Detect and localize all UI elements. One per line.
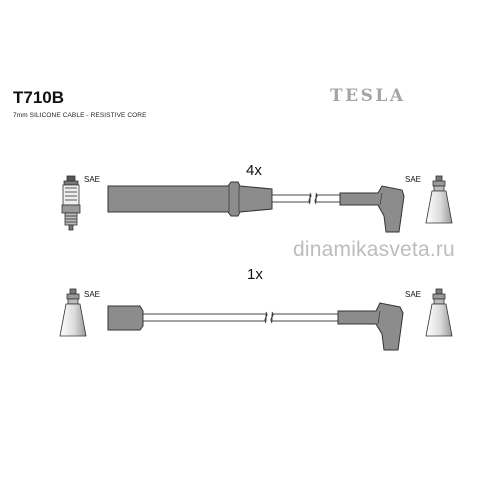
watermark-text: dinamikasveta.ru xyxy=(293,238,455,261)
end-label-left: SAE xyxy=(84,175,101,184)
end-label-right: SAE xyxy=(405,175,422,184)
sae-terminal-icon xyxy=(425,288,453,337)
quantity-label: 4x xyxy=(246,162,262,179)
end-label-left: SAE xyxy=(84,290,101,299)
end-label-right: SAE xyxy=(405,290,422,299)
lead-set-2 xyxy=(59,288,453,351)
cable xyxy=(142,311,339,324)
product-subtitle: 7mm SILICONE CABLE - RESISTIVE CORE xyxy=(13,112,147,119)
coil-boot xyxy=(339,185,405,233)
cable xyxy=(271,192,341,205)
coil-boot xyxy=(337,302,404,351)
lead-set-1 xyxy=(61,175,453,233)
plug-boot xyxy=(107,181,273,217)
sae-terminal-icon xyxy=(425,175,453,224)
sae-terminal-icon xyxy=(59,288,87,337)
quantity-label: 1x xyxy=(247,266,263,283)
brand-logo: TESLA xyxy=(330,86,406,106)
part-number: T710B xyxy=(13,88,65,107)
short-boot xyxy=(107,305,144,331)
spark-plug-icon xyxy=(61,175,81,231)
